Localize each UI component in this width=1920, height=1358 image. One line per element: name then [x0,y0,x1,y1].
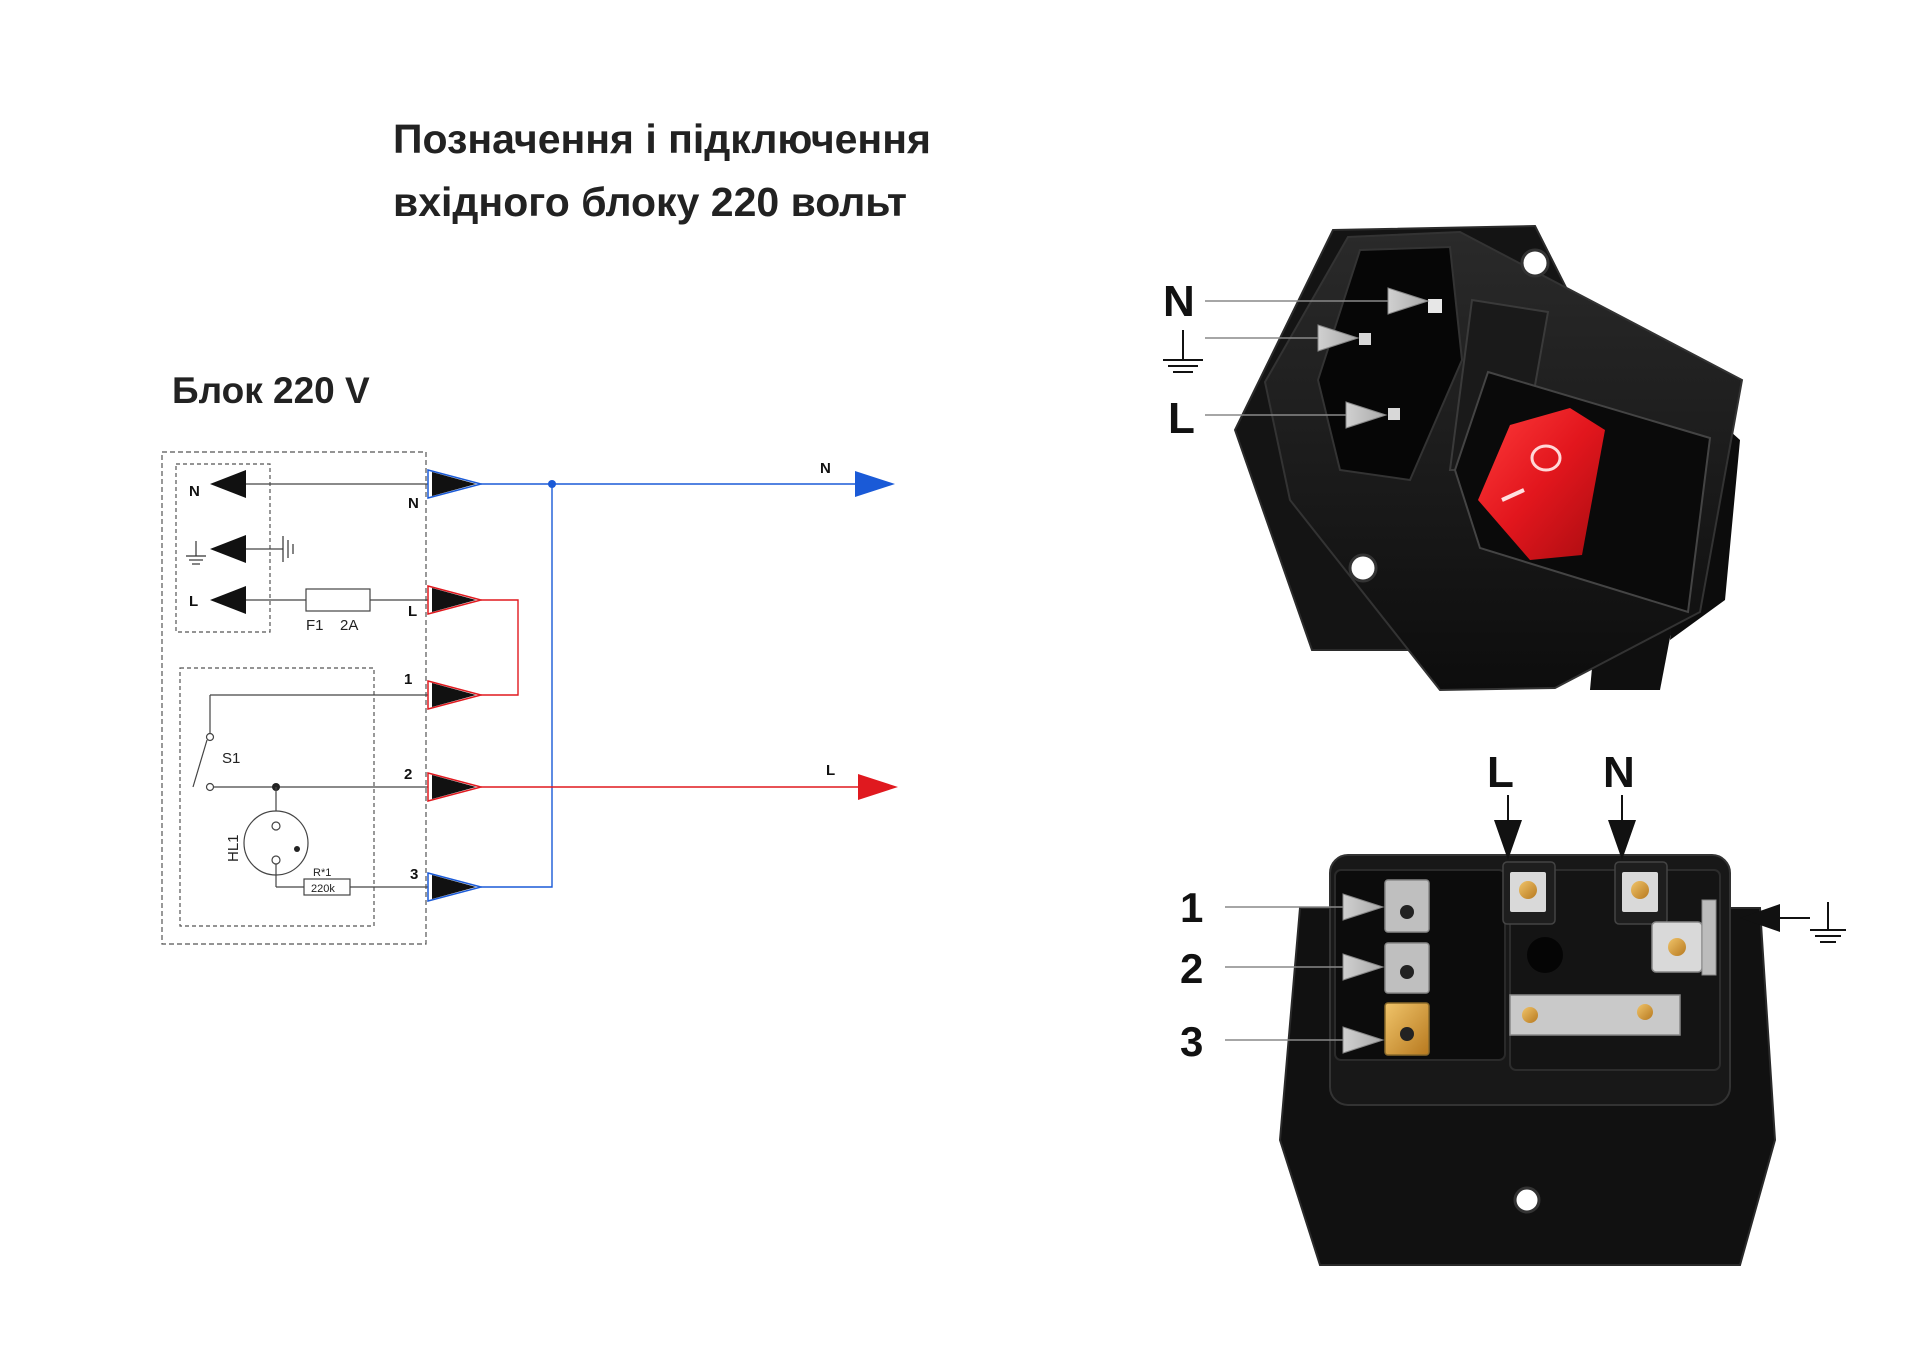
page-title-line-1: Позначення і підключення [393,116,931,162]
schematic: N L [161,451,898,945]
switch-designator: S1 [222,750,240,767]
connector-2 [427,772,484,802]
connector-3-label: 3 [410,866,418,883]
callout-n-arrow-icon [1387,287,1430,315]
rocker-switch [1478,408,1605,560]
ground-icon [1163,330,1203,373]
resistor-designator: R*1 [313,867,331,879]
terminal-2 [1384,942,1430,994]
inlet-pin-l: L [189,586,246,614]
mounting-hole-top [1520,248,1550,278]
photo-bottom-label-1: 1 [1180,884,1203,931]
resistor-value: 220k [311,883,335,895]
connector-2-label: 2 [404,766,412,783]
output-n-arrow-icon [855,471,895,497]
rear-mounting-hole [1513,1186,1541,1214]
connector-l-label: L [408,603,417,620]
photo-inlet-rear: 1 2 3 L N [1180,748,1846,1266]
photo-top-label-n: N [1163,277,1195,326]
ground-icon [1810,902,1846,943]
terminal-l [1502,861,1556,925]
callout-1-arrow-icon [1342,893,1385,921]
switch-symbol [192,694,428,792]
callout-3-arrow-icon [1342,1026,1385,1054]
switch-outline [179,667,375,927]
photo-inlet-front: N L [1163,224,1744,692]
lamp-symbol [243,810,309,876]
ground-icon [186,541,206,565]
output-l-arrow-icon [858,774,898,800]
connector-l [427,585,484,615]
fuse-designator: F1 [306,617,324,634]
page-title: Позначення і підключення вхідного блоку … [393,108,1093,234]
photo-bottom-label-n: N [1603,748,1635,797]
ground-icon [282,536,294,562]
inlet-pin-ground [186,535,246,565]
socket-pin-ground [1359,333,1371,345]
fuse-cap [1527,937,1563,973]
terminal-n [1614,861,1668,925]
photo-top-label-l: L [1168,394,1195,443]
connector-n [427,469,484,499]
photo-bottom-label-3: 3 [1180,1018,1203,1065]
wire-neutral-external [481,483,553,888]
connector-1 [427,680,484,710]
socket-pin-l [1388,408,1400,420]
output-n-label: N [820,460,831,477]
inlet-pin-n: N [189,470,246,500]
terminal-1 [1384,879,1430,933]
socket-pin-n [1428,299,1442,313]
switch-off-mark [1530,444,1562,472]
connector-n-label: N [408,495,419,512]
output-l-label: L [826,762,835,779]
callout-l-arrow-icon [1345,401,1388,429]
mounting-hole-bottom [1348,553,1378,583]
callout-ground-arrow-icon [1740,904,1780,932]
photo-bottom-label-2: 2 [1180,945,1203,992]
inlet-pin-l-label: L [189,593,198,610]
callout-n-arrow-icon [1608,820,1636,860]
connector-3 [427,872,484,902]
inlet-pin-n-label: N [189,483,200,500]
wire-l-to-1 [481,599,519,696]
connector-1-label: 1 [404,671,412,688]
switch-on-mark [1501,488,1525,502]
callout-l-arrow-icon [1494,820,1522,860]
inlet-outline [175,463,271,633]
page-title-line-2: вхідного блоку 220 вольт [393,179,907,225]
block-outline [161,451,427,945]
block-title: Блок 220 V [172,370,370,411]
fuse-symbol [305,588,371,612]
lamp-designator: HL1 [225,834,242,862]
callout-2-arrow-icon [1342,953,1385,981]
terminal-3 [1384,1002,1430,1056]
callout-ground-arrow-icon [1317,324,1360,352]
fuse-rating: 2A [340,617,358,634]
terminal-ground [1651,899,1717,976]
bridge-strip [1509,994,1681,1036]
photo-bottom-label-l: L [1487,748,1514,797]
